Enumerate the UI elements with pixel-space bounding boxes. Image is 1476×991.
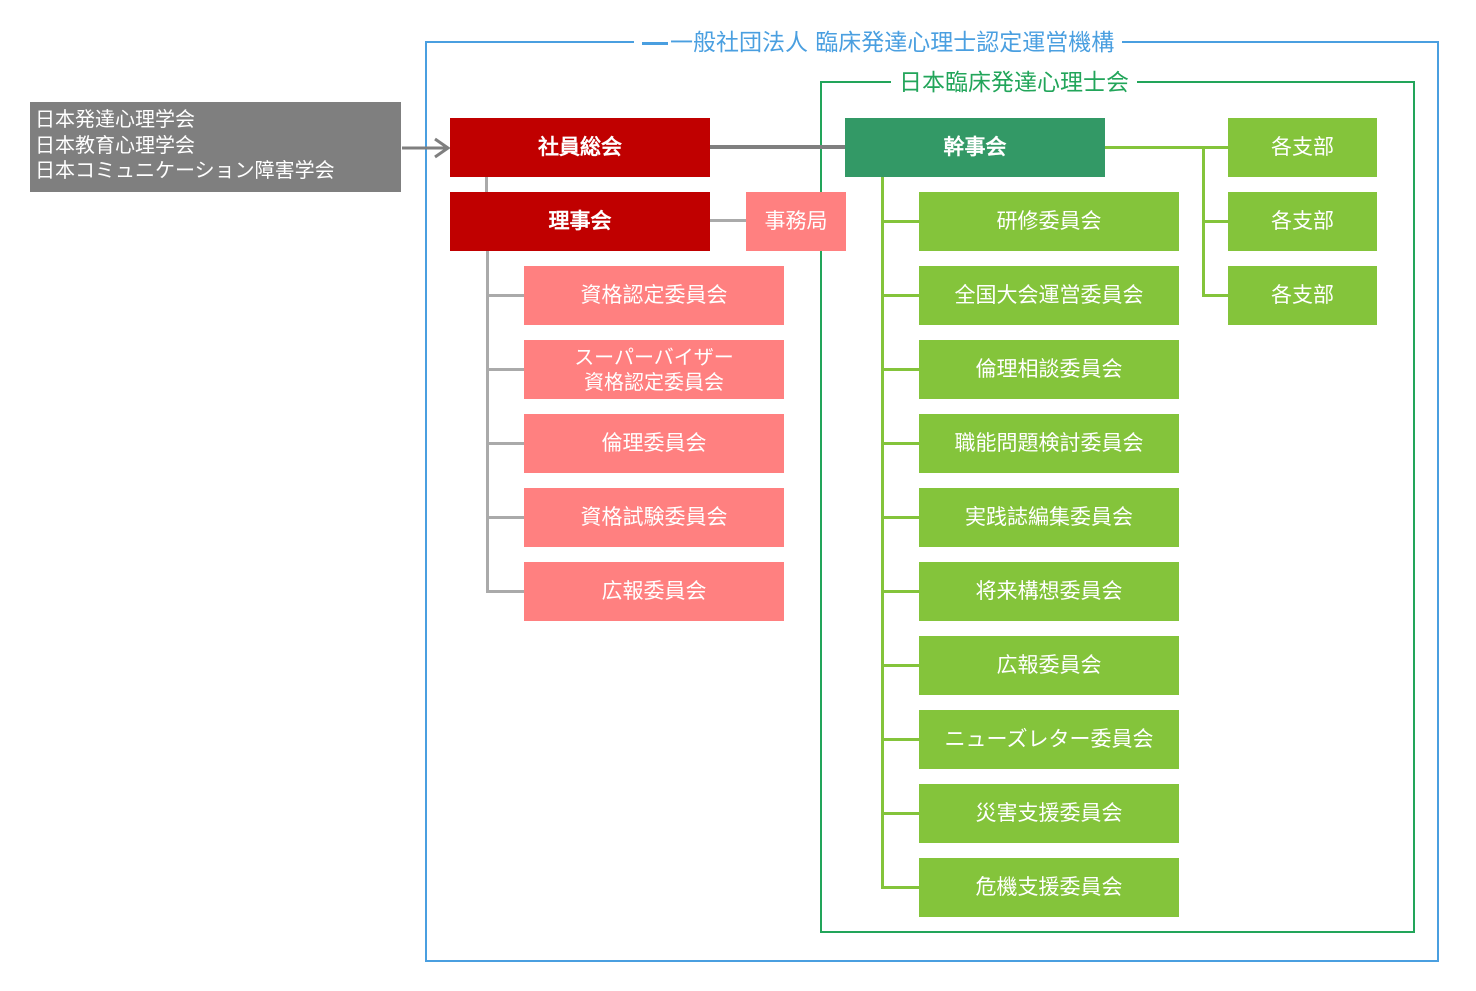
left-committee-box: 倫理委員会: [524, 414, 784, 473]
right-committee-branch: [881, 368, 920, 371]
board-box: 理事会: [450, 192, 710, 251]
member-society: 日本コミュニケーション障害学会: [35, 158, 335, 182]
committee-label: 資格認定委員会: [580, 282, 728, 307]
secretariat-box: 事務局: [746, 192, 846, 251]
right-committee-branch: [881, 294, 920, 297]
right-committee-box: 危機支援委員会: [919, 858, 1179, 917]
board-secretariat-connector: [709, 219, 747, 222]
left-committee-box: スーパーバイザー 資格認定委員会: [524, 340, 784, 399]
right-committee-branch: [881, 516, 920, 519]
committee-label: スーパーバイザー 資格認定委員会: [574, 344, 734, 394]
left-committee-box: 資格試験委員会: [524, 488, 784, 547]
branch-box: 各支部: [1228, 192, 1377, 251]
members-arrow: [402, 137, 451, 159]
right-committee-box: 実践誌編集委員会: [919, 488, 1179, 547]
inner-org-title: 日本臨床発達心理士会: [891, 68, 1137, 98]
left-committee-branch: [486, 294, 525, 297]
left-committee-branch: [486, 516, 525, 519]
executive-label: 幹事会: [943, 134, 1007, 159]
member-society: 日本発達心理学会: [35, 107, 195, 131]
committee-label: ニューズレター委員会: [944, 726, 1154, 751]
general-assembly-label: 社員総会: [538, 134, 622, 159]
committee-label: 災害支援委員会: [975, 800, 1123, 825]
right-committee-box: 将来構想委員会: [919, 562, 1179, 621]
outer-org-title-text: 一般社団法人 臨床発達心理士認定運営機構: [670, 30, 1115, 56]
right-committee-box: 広報委員会: [919, 636, 1179, 695]
branch-label: 各支部: [1271, 134, 1334, 159]
member-societies-box: 日本発達心理学会 日本教育心理学会 日本コミュニケーション障害学会: [30, 102, 401, 192]
right-committee-branch: [881, 738, 920, 741]
right-committee-branch: [881, 442, 920, 445]
right-committee-trunk: [881, 176, 884, 889]
left-committee-branch: [486, 590, 525, 593]
assembly-board-connector: [485, 176, 488, 193]
committee-label: 倫理相談委員会: [975, 356, 1123, 381]
committee-label: 実践誌編集委員会: [965, 504, 1133, 529]
committee-label: 資格試験委員会: [580, 504, 728, 529]
right-committee-branch: [881, 220, 920, 223]
right-committee-box: 職能問題検討委員会: [919, 414, 1179, 473]
branch-box: 各支部: [1228, 118, 1377, 177]
right-committee-branch: [881, 886, 920, 889]
right-committee-branch: [881, 664, 920, 667]
left-committee-box: 資格認定委員会: [524, 266, 784, 325]
assembly-to-executive-line: [709, 145, 846, 149]
committee-label: 広報委員会: [996, 652, 1102, 677]
secretariat-label: 事務局: [764, 208, 828, 233]
board-label: 理事会: [548, 208, 612, 233]
committee-label: 全国大会運営委員会: [954, 282, 1144, 307]
committee-label: 研修委員会: [996, 208, 1102, 233]
title-dash: [642, 42, 668, 45]
right-committee-branch: [881, 590, 920, 593]
outer-org-title: 一般社団法人 臨床発達心理士認定運営機構: [634, 28, 1123, 58]
branch-box: 各支部: [1228, 266, 1377, 325]
branch-label: 各支部: [1271, 282, 1334, 307]
right-committee-box: 災害支援委員会: [919, 784, 1179, 843]
committee-label: 広報委員会: [601, 578, 707, 603]
committee-label: 倫理委員会: [601, 430, 707, 455]
right-committee-box: ニューズレター委員会: [919, 710, 1179, 769]
committee-label: 将来構想委員会: [975, 578, 1123, 603]
branch-label: 各支部: [1271, 208, 1334, 233]
committee-label: 職能問題検討委員会: [954, 430, 1144, 455]
left-committee-branch: [486, 368, 525, 371]
branch-connector: [1202, 294, 1229, 297]
right-committee-box: 倫理相談委員会: [919, 340, 1179, 399]
executive-branches-line: [1104, 146, 1229, 149]
right-committee-box: 研修委員会: [919, 192, 1179, 251]
left-committee-trunk: [486, 250, 489, 592]
right-committee-branch: [881, 812, 920, 815]
left-committee-box: 広報委員会: [524, 562, 784, 621]
right-committee-box: 全国大会運営委員会: [919, 266, 1179, 325]
member-society: 日本教育心理学会: [35, 132, 195, 157]
committee-label: 危機支援委員会: [975, 874, 1123, 899]
left-committee-branch: [486, 442, 525, 445]
executive-box: 幹事会: [845, 118, 1105, 177]
general-assembly-box: 社員総会: [450, 118, 710, 177]
branch-connector: [1202, 220, 1229, 223]
